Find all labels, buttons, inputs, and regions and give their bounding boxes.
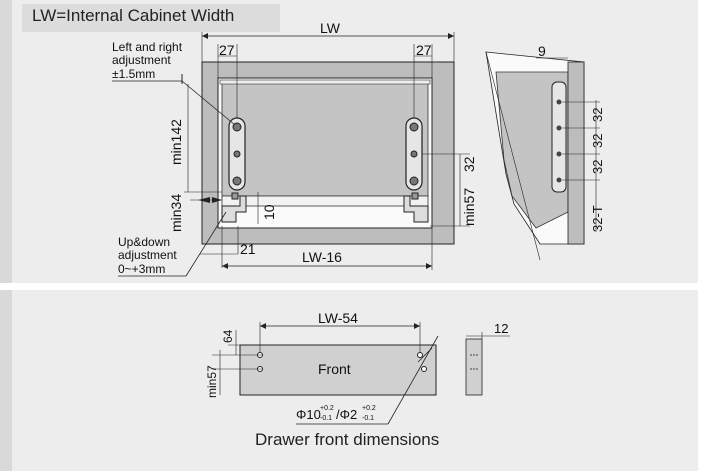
ud-adjust-line1: Up&down bbox=[118, 235, 170, 249]
lw-minus-16-label: LW-16 bbox=[302, 249, 342, 265]
offset-left-label: 27 bbox=[219, 42, 235, 58]
ud-adjust-line2: adjustment bbox=[118, 248, 177, 262]
lw-minus-54-label: LW-54 bbox=[318, 310, 358, 326]
min34-label: min34 bbox=[168, 194, 184, 232]
min142-label: min142 bbox=[168, 119, 184, 165]
min57-bottom-label: min57 bbox=[205, 365, 219, 398]
lr-adjust-line2: adjustment bbox=[112, 53, 171, 67]
title-banner bbox=[22, 4, 280, 32]
tol-a-lower: -0.1 bbox=[320, 415, 332, 422]
drawer-front-caption: Drawer front dimensions bbox=[255, 430, 440, 449]
side-32b-label: 32 bbox=[590, 134, 605, 148]
offset-right-label: 27 bbox=[416, 42, 432, 58]
dim-12-label: 12 bbox=[494, 321, 508, 336]
front-label: Front bbox=[318, 361, 351, 377]
side-9-label: 9 bbox=[538, 43, 546, 59]
drawer-bottom-rail bbox=[221, 195, 429, 207]
dim-10-label: 10 bbox=[261, 204, 277, 220]
hole-spec-phi10: Φ10 bbox=[296, 407, 321, 422]
dim-64-label: 64 bbox=[221, 329, 235, 343]
lr-adjust-line3: ±1.5mm bbox=[112, 67, 155, 81]
diagram-title: LW=Internal Cabinet Width bbox=[32, 6, 235, 25]
left-sidebar-strip-bottom bbox=[0, 290, 12, 471]
lr-adjust-line1: Left and right bbox=[112, 40, 183, 54]
front-side-profile bbox=[465, 338, 483, 396]
ud-adjust-line3: 0~+3mm bbox=[118, 262, 165, 276]
side-32a-label: 32 bbox=[590, 108, 605, 122]
dim-32-side-label: 32 bbox=[461, 156, 477, 172]
drawer-top-rim bbox=[219, 79, 431, 85]
drawer-back-panel bbox=[221, 81, 429, 197]
min57-top-label: min57 bbox=[461, 188, 477, 226]
side-bracket bbox=[551, 81, 567, 193]
left-sidebar-strip-top bbox=[0, 0, 12, 283]
right-runner-clip bbox=[403, 195, 429, 223]
drawer-front-panel bbox=[239, 344, 437, 396]
lw-label: LW bbox=[320, 20, 341, 36]
tol-a-upper: +0.2 bbox=[320, 405, 334, 412]
side-32t-label: 32-T bbox=[590, 205, 605, 232]
dim-21-label: 21 bbox=[240, 241, 256, 257]
hole-spec-phi2: /Φ2 bbox=[336, 407, 357, 422]
side-32c-label: 32 bbox=[590, 160, 605, 174]
tol-b-upper: +0.2 bbox=[362, 405, 376, 412]
tol-b-lower: -0.1 bbox=[362, 415, 374, 422]
left-runner-clip bbox=[221, 195, 247, 223]
